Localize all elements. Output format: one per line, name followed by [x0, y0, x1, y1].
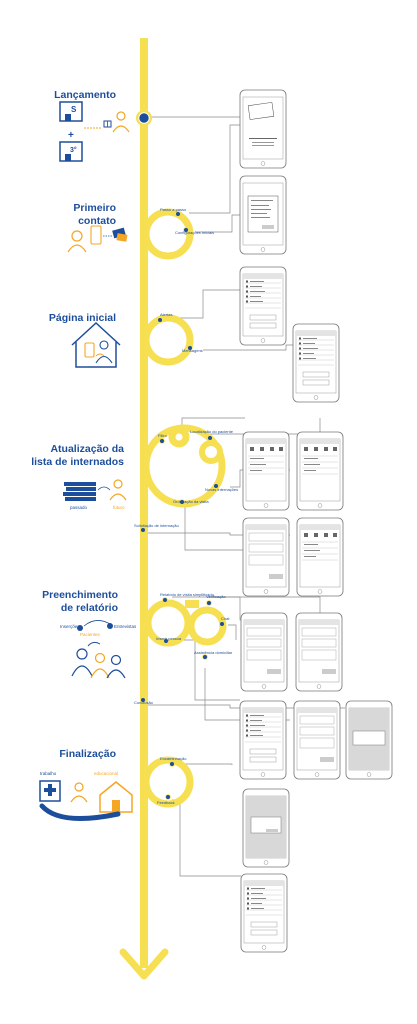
point-alertas: Alertas: [160, 312, 172, 317]
stage-title-lancamento: Lançamento: [54, 89, 116, 101]
stage-title-primeiro: Primeiro: [73, 202, 116, 214]
loops: [142, 208, 227, 808]
phone-lancamento: [239, 89, 287, 169]
loop-finalizacao: [142, 756, 194, 808]
stage-title-preenchimento: Preenchimento: [42, 589, 118, 601]
icon-primeiro-contato: [67, 225, 128, 253]
phone-ordenacao: [243, 518, 289, 596]
home-label: educacional: [94, 771, 118, 776]
phone-localizacao: [297, 432, 343, 510]
phone-filtro: [243, 432, 289, 510]
point-inserir-pessoa: Inserir pessoa: [156, 636, 182, 641]
stage-title-contato: contato: [78, 215, 116, 227]
point-passo-a-passo: Passo a passo: [160, 207, 187, 212]
future-label: futuro: [113, 505, 125, 510]
point-configuracoes: Configurações Iniciais: [175, 230, 214, 235]
phone-assistencia: [294, 701, 340, 779]
point-assistencia: Assistência domiciliar: [194, 650, 233, 655]
icon-lancamento: S + 3°: [59, 101, 130, 162]
point-filtro: Filtro: [158, 433, 168, 438]
phone-feedback: [242, 788, 290, 868]
stage-title-atualizacao-2: lista de internados: [31, 456, 124, 468]
relatorio-right-label: Entrevistas: [114, 624, 137, 629]
relatorio-bottom-label: Pacientes: [80, 632, 101, 637]
phone-chat: [296, 613, 342, 691]
work-label: trabalho: [40, 771, 57, 776]
stage-title-relatorio: de relatório: [61, 602, 118, 614]
point-chat: Chat: [221, 616, 230, 621]
phone-novas: [297, 518, 343, 596]
icon-finalizacao: trabalho educacional: [39, 771, 133, 821]
phone-primeiro-contato: [239, 175, 287, 255]
stage-title-atualizacao-1: Atualização da: [50, 443, 124, 455]
relatorio-left-label: Inserções: [60, 624, 80, 629]
touch-points: [140, 211, 225, 800]
timeline-arrow: [119, 948, 169, 980]
icon-relatorio: Inserções Entrevistas Pacientes: [60, 620, 137, 679]
point-conclusao: Conclusão: [134, 700, 154, 705]
phone-inicial: [240, 267, 286, 345]
building-top-label: S: [71, 105, 77, 114]
loop-relatorio-chat: [187, 606, 227, 646]
loop-pagina-inicial: [142, 314, 194, 366]
launch-node: [138, 112, 150, 124]
phone-relatorio: [241, 613, 287, 691]
phone-final: [241, 874, 287, 952]
phone-conclusao: [345, 700, 393, 780]
point-novas-internacoes: Novas internações: [205, 487, 238, 492]
point-ordenacao: Ordenação da visita: [173, 499, 209, 504]
plus-icon: +: [68, 130, 74, 141]
point-feedback: Feedback: [157, 800, 175, 805]
stage-title-pagina-inicial: Página inicial: [49, 312, 116, 324]
building-bottom-label: 3°: [70, 146, 77, 154]
icon-atualizacao: passado futuro: [63, 479, 127, 510]
point-relatorio-simplificado: Relatório de visita simplificado: [160, 592, 215, 597]
past-label: passado: [70, 505, 88, 510]
loop-primeiro-contato: [142, 208, 194, 260]
point-encaminhacao: Encaminhação: [160, 756, 187, 761]
phone-mensagens: [293, 324, 339, 402]
point-mensagens: Mensagens: [182, 348, 203, 353]
stage-title-finalizacao: Finalização: [59, 748, 116, 760]
phone-mockups: [239, 89, 393, 952]
phone-inserir: [240, 701, 286, 779]
point-solicitacao: Solicitação de internação: [134, 523, 179, 528]
point-verificacao: Verificação: [206, 594, 226, 599]
icon-pagina-inicial: [71, 321, 121, 368]
loop-connectors: [168, 426, 223, 608]
point-localizacao: Localização do paciente: [190, 429, 234, 434]
